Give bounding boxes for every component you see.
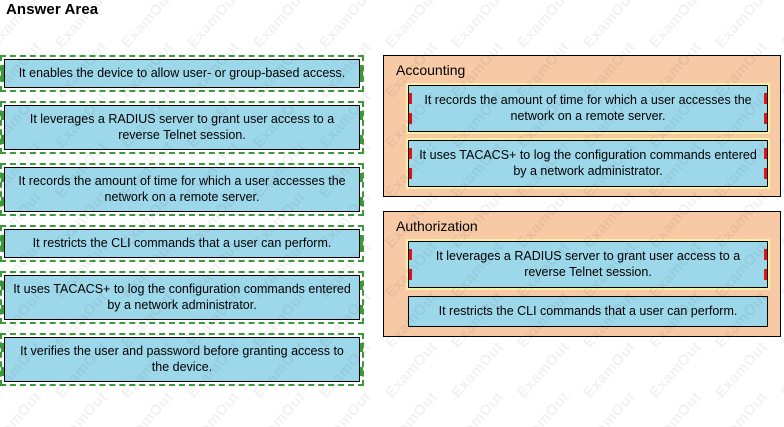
dropped-answer-label: It uses TACACS+ to log the configuration… [419,148,757,178]
resize-handle-left-top[interactable] [1,343,4,352]
selection-handle-left-top[interactable] [409,148,412,159]
selection-handle-left-top[interactable] [409,93,412,104]
selection-handle-left-bottom[interactable] [409,269,412,280]
selection-handle-left-bottom[interactable] [409,113,412,124]
dropped-answer-item[interactable]: It restricts the CLI commands that a use… [408,296,768,327]
resize-handle-right-bottom[interactable] [360,73,363,82]
resize-handle-left-top[interactable] [1,173,4,182]
resize-handle-right-bottom[interactable] [360,367,363,376]
answer-choice-label: It verifies the user and password before… [4,337,360,382]
answer-choice-label: It restricts the CLI commands that a use… [4,229,360,258]
resize-handle-left-bottom[interactable] [1,135,4,144]
answer-choice-label: It leverages a RADIUS server to grant us… [4,105,360,150]
selection-handle-right-top[interactable] [764,148,767,159]
selection-handle-right-bottom[interactable] [764,269,767,280]
page-title: Answer Area [6,1,99,18]
resize-handle-left-top[interactable] [1,235,4,244]
answer-choice-tile[interactable]: It restricts the CLI commands that a use… [0,225,364,262]
resize-handle-left-bottom[interactable] [1,73,4,82]
selection-handle-right-top[interactable] [764,249,767,260]
resize-handle-right-top[interactable] [360,235,363,244]
dropped-answer-item[interactable]: It uses TACACS+ to log the configuration… [406,138,770,189]
resize-handle-right-top[interactable] [360,281,363,290]
resize-handle-right-top[interactable] [360,343,363,352]
selection-handle-right-bottom[interactable] [764,113,767,124]
selection-handle-left-top[interactable] [409,249,412,260]
answer-choice-tile[interactable]: It verifies the user and password before… [0,333,364,386]
resize-handle-left-top[interactable] [1,281,4,290]
dropped-answer-label: It leverages a RADIUS server to grant us… [435,249,741,279]
drop-zone-title: Accounting [396,62,466,78]
dropped-answer-label: It records the amount of time for which … [424,93,752,123]
drop-zone-accounting[interactable]: Accounting It records the amount of time… [383,55,781,197]
answer-choice-tile[interactable]: It records the amount of time for which … [0,163,364,216]
selection-handle-right-bottom[interactable] [764,168,767,179]
answer-choice-tile[interactable]: It uses TACACS+ to log the configuration… [0,271,364,324]
resize-handle-right-top[interactable] [360,111,363,120]
resize-handle-right-bottom[interactable] [360,197,363,206]
resize-handle-right-top[interactable] [360,173,363,182]
resize-handle-left-top[interactable] [1,65,4,74]
selection-handle-left-bottom[interactable] [409,168,412,179]
resize-handle-left-bottom[interactable] [1,197,4,206]
resize-handle-right-bottom[interactable] [360,135,363,144]
resize-handle-right-top[interactable] [360,65,363,74]
resize-handle-right-bottom[interactable] [360,243,363,252]
answer-choice-label: It enables the device to allow user- or … [4,59,360,88]
resize-handle-left-top[interactable] [1,111,4,120]
resize-handle-left-bottom[interactable] [1,243,4,252]
answer-choice-label: It records the amount of time for which … [4,167,360,212]
resize-handle-left-bottom[interactable] [1,367,4,376]
dropped-answer-label: It restricts the CLI commands that a use… [438,304,738,318]
resize-handle-right-bottom[interactable] [360,305,363,314]
selection-handle-right-top[interactable] [764,93,767,104]
answer-choices-list: It enables the device to allow user- or … [0,55,364,395]
answer-choice-tile[interactable]: It enables the device to allow user- or … [0,55,364,92]
resize-handle-left-bottom[interactable] [1,305,4,314]
drop-zone-authorization[interactable]: Authorization It leverages a RADIUS serv… [383,211,781,337]
answer-choice-tile[interactable]: It leverages a RADIUS server to grant us… [0,101,364,154]
drop-zone-title: Authorization [396,218,478,234]
dropped-answer-item[interactable]: It records the amount of time for which … [406,83,770,134]
dropped-answer-item[interactable]: It leverages a RADIUS server to grant us… [406,239,770,290]
answer-choice-label: It uses TACACS+ to log the configuration… [4,275,360,320]
